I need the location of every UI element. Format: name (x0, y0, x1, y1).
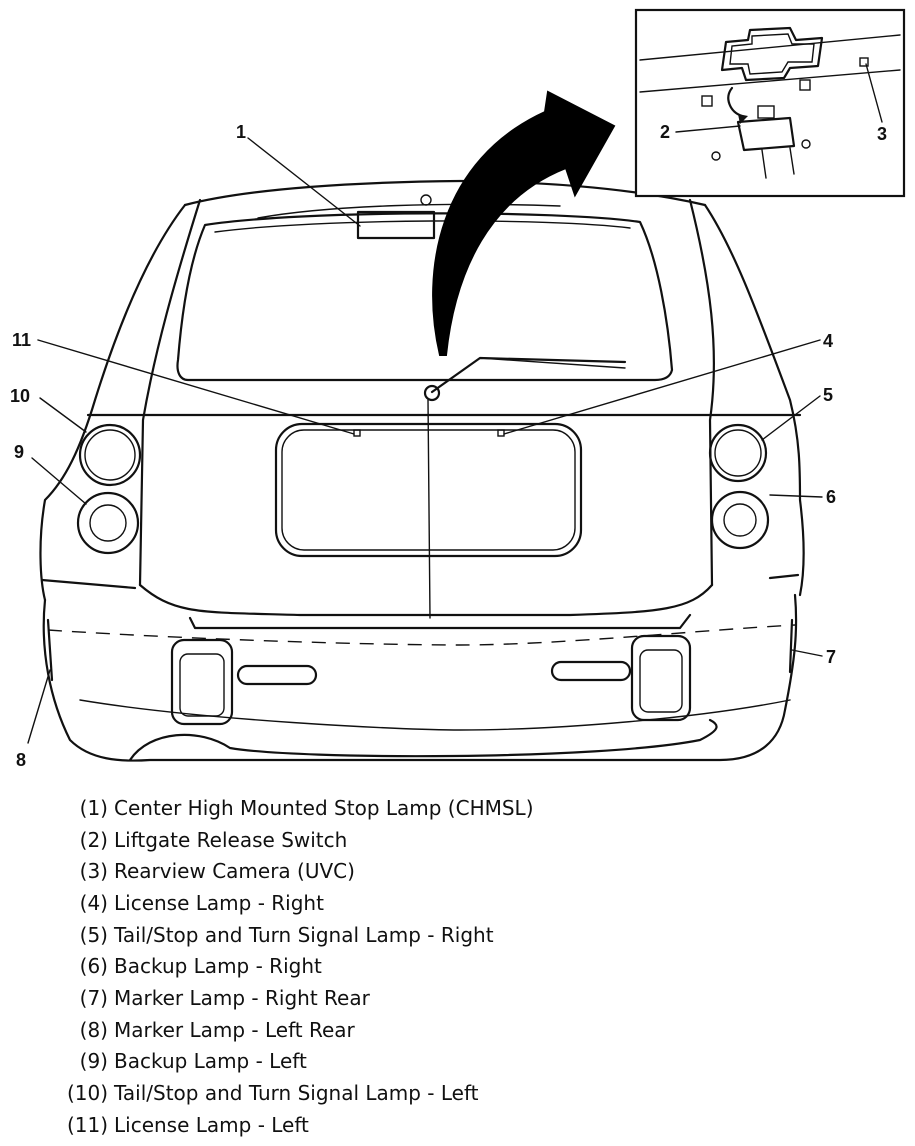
legend-number: (10) (66, 1081, 108, 1106)
legend-number: (5) (79, 922, 108, 947)
legend-label: Center High Mounted Stop Lamp (CHMSL) (114, 795, 534, 820)
legend-label: Marker Lamp - Right Rear (114, 985, 370, 1010)
leader-lines (27, 63, 883, 744)
vehicle-rear-diagram: 1 2 3 4 5 6 7 8 9 10 11 (10, 8, 906, 770)
callout-6: 6 (826, 487, 836, 507)
component-legend: (1) Center High Mounted Stop Lamp (CHMSL… (62, 792, 902, 1141)
callout-1: 1 (236, 122, 246, 142)
legend-item: (6) Backup Lamp - Right (62, 950, 902, 982)
legend-number: (4) (79, 890, 108, 915)
legend-label: Marker Lamp - Left Rear (114, 1017, 355, 1042)
marker-lamps (46, 618, 794, 682)
detail-arrow (432, 90, 616, 356)
legend-item: (9) Backup Lamp - Left (62, 1046, 902, 1078)
legend-item: (3) Rearview Camera (UVC) (62, 855, 902, 887)
callout-10: 10 (10, 386, 30, 406)
chmsl-lamp (356, 194, 436, 240)
callout-3: 3 (877, 124, 887, 144)
legend-number: (9) (79, 1049, 108, 1074)
callout-9: 9 (14, 442, 24, 462)
callout-2: 2 (660, 122, 670, 142)
legend-item: (2) Liftgate Release Switch (62, 824, 902, 856)
vehicle-body (39, 179, 805, 762)
legend-item: (1) Center High Mounted Stop Lamp (CHMSL… (62, 792, 902, 824)
legend-item: (7) Marker Lamp - Right Rear (62, 982, 902, 1014)
callout-4: 4 (823, 331, 833, 351)
tail-lamp-left (78, 423, 142, 487)
legend-item: (4) License Lamp - Right (62, 887, 902, 919)
backup-lamp-right (710, 490, 770, 550)
legend-number: (2) (79, 827, 108, 852)
legend-number: (1) (79, 795, 108, 820)
tail-lamp-right (708, 423, 768, 483)
legend-label: Tail/Stop and Turn Signal Lamp - Left (114, 1081, 479, 1106)
legend-item: (8) Marker Lamp - Left Rear (62, 1014, 902, 1046)
rear-wiper (423, 356, 627, 402)
legend-label: License Lamp - Right (114, 890, 324, 915)
license-lamps (353, 429, 505, 437)
legend-label: Backup Lamp - Right (114, 954, 322, 979)
legend-item: (5) Tail/Stop and Turn Signal Lamp - Rig… (62, 919, 902, 951)
legend-number: (6) (79, 954, 108, 979)
legend-number: (11) (66, 1112, 108, 1137)
legend-item: (11) License Lamp - Left (62, 1109, 902, 1141)
detail-inset (634, 8, 906, 198)
callout-5: 5 (823, 385, 833, 405)
legend-label: Tail/Stop and Turn Signal Lamp - Right (114, 922, 494, 947)
legend-label: License Lamp - Left (114, 1112, 309, 1137)
backup-lamp-left (76, 491, 140, 555)
legend-number: (8) (79, 1017, 108, 1042)
legend-label: Rearview Camera (UVC) (114, 859, 355, 884)
callout-11: 11 (12, 330, 31, 350)
legend-label: Backup Lamp - Left (114, 1049, 307, 1074)
legend-number: (3) (79, 859, 108, 884)
legend-label: Liftgate Release Switch (114, 827, 348, 852)
callout-7: 7 (826, 647, 836, 667)
callout-8: 8 (16, 750, 26, 770)
legend-item: (10) Tail/Stop and Turn Signal Lamp - Le… (62, 1077, 902, 1109)
legend-number: (7) (79, 985, 108, 1010)
